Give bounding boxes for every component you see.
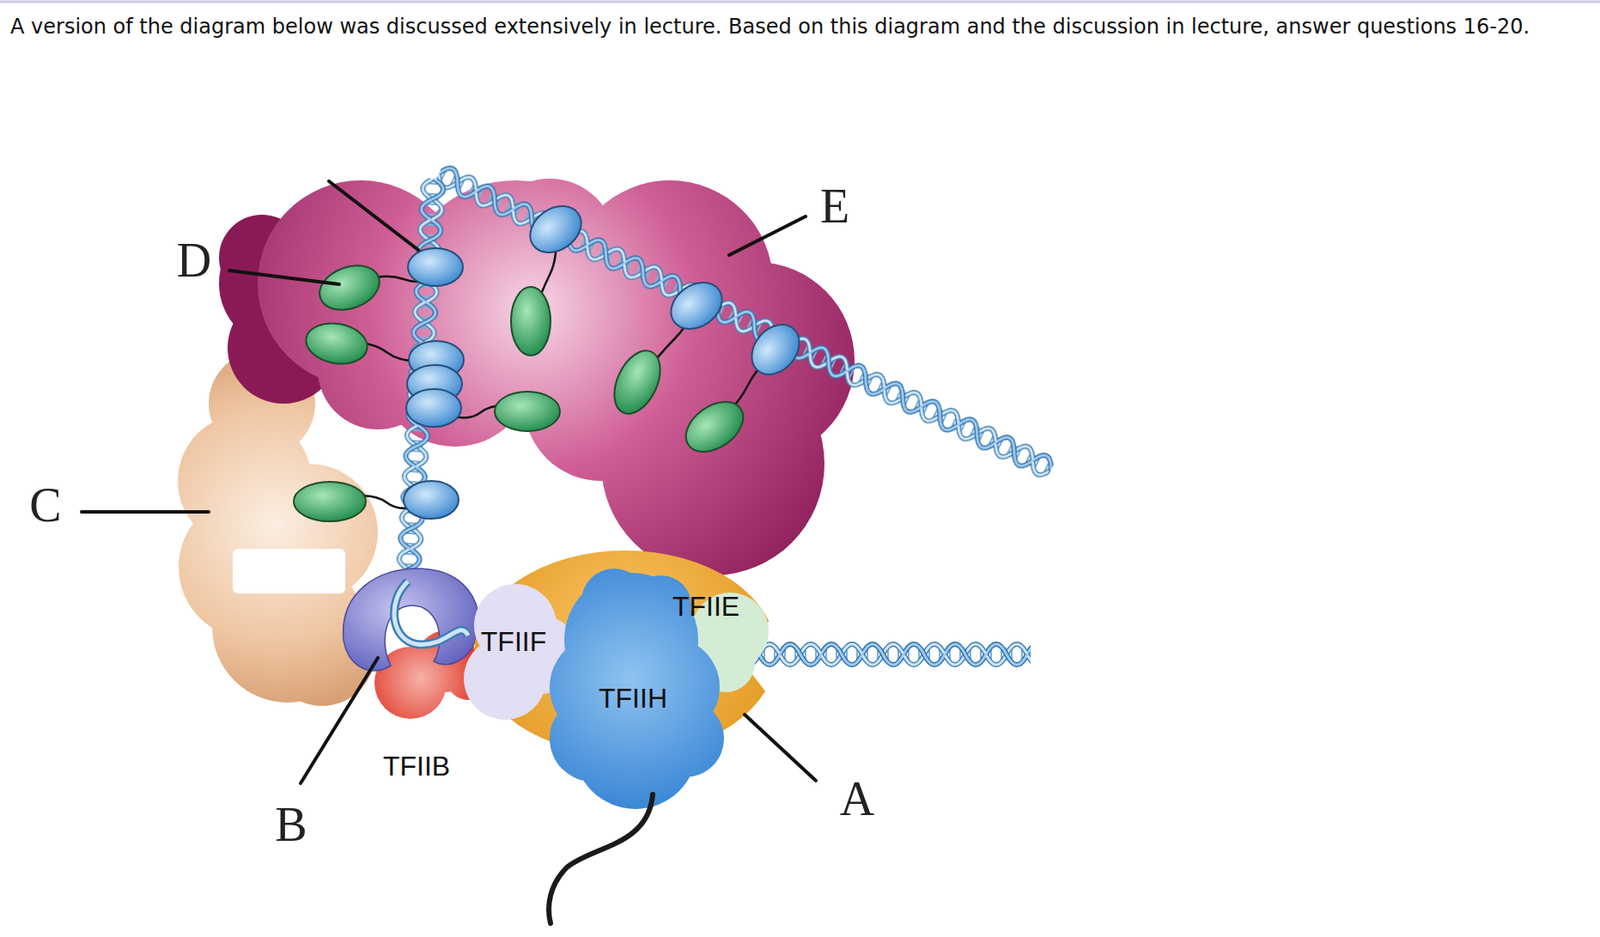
callout-letter: D — [176, 236, 212, 285]
factor-name: TFIIH — [598, 683, 668, 714]
header-text: A version of the diagram below was discu… — [10, 10, 1582, 44]
factor-label: TFIIH — [593, 680, 673, 718]
callout-letter: B — [274, 800, 307, 849]
factor-name: TFIIB — [383, 751, 451, 782]
factor-name: TFIIF — [480, 626, 547, 658]
callout-letter: A — [839, 774, 875, 823]
factor-name: TFIIE — [672, 591, 740, 622]
factor-label: TFIIE — [667, 588, 745, 626]
callout-letter: C — [29, 480, 61, 530]
factor-label: TFIIF — [475, 623, 552, 661]
callout-letter: E — [820, 182, 850, 231]
factor-label: TFIIB — [377, 748, 456, 785]
